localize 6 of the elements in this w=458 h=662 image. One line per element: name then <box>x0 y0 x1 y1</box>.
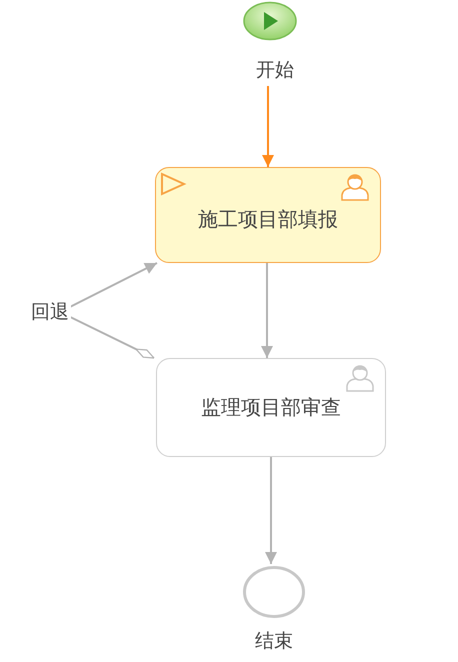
task-box <box>155 167 381 263</box>
task-label: 监理项目部审查 <box>201 394 341 421</box>
task-box <box>156 358 386 457</box>
event-label: 开始 <box>255 58 295 83</box>
task-label: 施工项目部填报 <box>198 206 338 232</box>
event-label: 结束 <box>254 629 294 654</box>
